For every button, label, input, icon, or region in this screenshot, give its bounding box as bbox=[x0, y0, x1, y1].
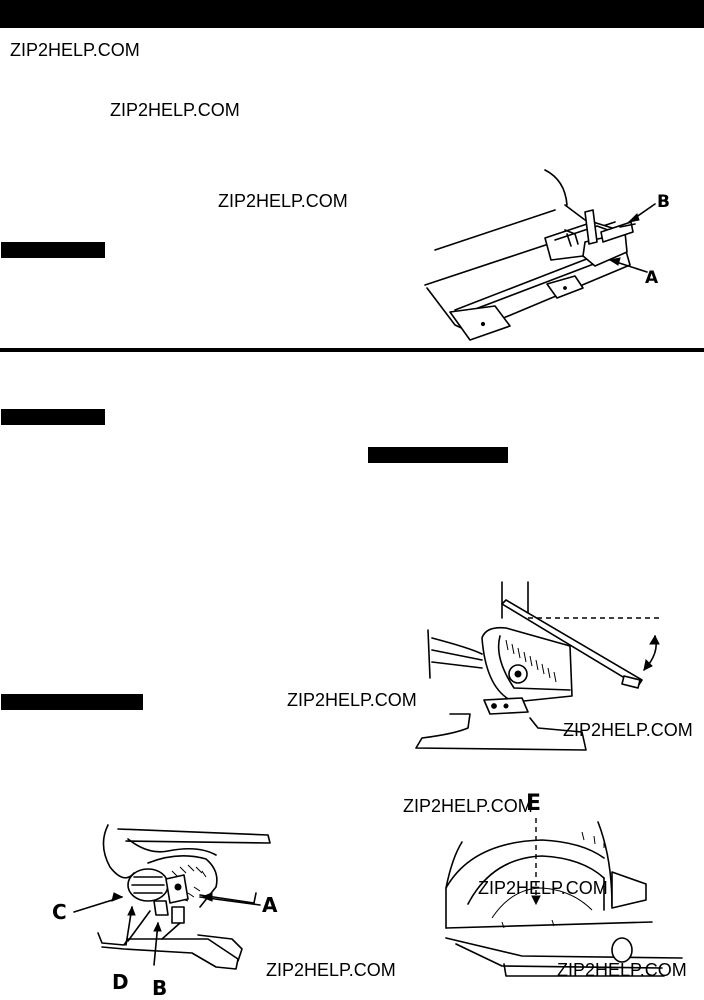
section-heading-box bbox=[1, 409, 105, 425]
section-divider bbox=[0, 348, 704, 352]
callout-label-b: B bbox=[152, 976, 168, 1000]
watermark: ZIP2HELP.COM bbox=[110, 100, 240, 120]
figure-miter-gauge bbox=[424, 169, 656, 341]
callout-label-a: A bbox=[262, 893, 278, 917]
figure-bevel-side bbox=[415, 581, 660, 751]
watermark: ZIP2HELP.COM bbox=[557, 960, 687, 980]
callout-label-d: D bbox=[112, 970, 129, 994]
callout-label-a: A bbox=[645, 268, 659, 288]
header-bar bbox=[0, 0, 704, 28]
callout-label-e: E bbox=[526, 791, 542, 816]
callout-label-b: B bbox=[657, 192, 670, 212]
watermark: ZIP2HELP.COM bbox=[218, 191, 348, 211]
watermark: ZIP2HELP.COM bbox=[10, 40, 140, 60]
section-heading-box bbox=[1, 694, 143, 710]
watermark: ZIP2HELP.COM bbox=[403, 796, 533, 816]
figure-bevel-lock bbox=[73, 824, 271, 970]
section-heading-box bbox=[368, 447, 508, 463]
section-heading-box bbox=[1, 242, 105, 258]
watermark: ZIP2HELP.COM bbox=[563, 720, 693, 740]
callout-label-c: C bbox=[52, 900, 67, 924]
watermark: ZIP2HELP.COM bbox=[266, 960, 396, 980]
watermark: ZIP2HELP.COM bbox=[287, 690, 417, 710]
figure-blade-front bbox=[445, 818, 683, 977]
